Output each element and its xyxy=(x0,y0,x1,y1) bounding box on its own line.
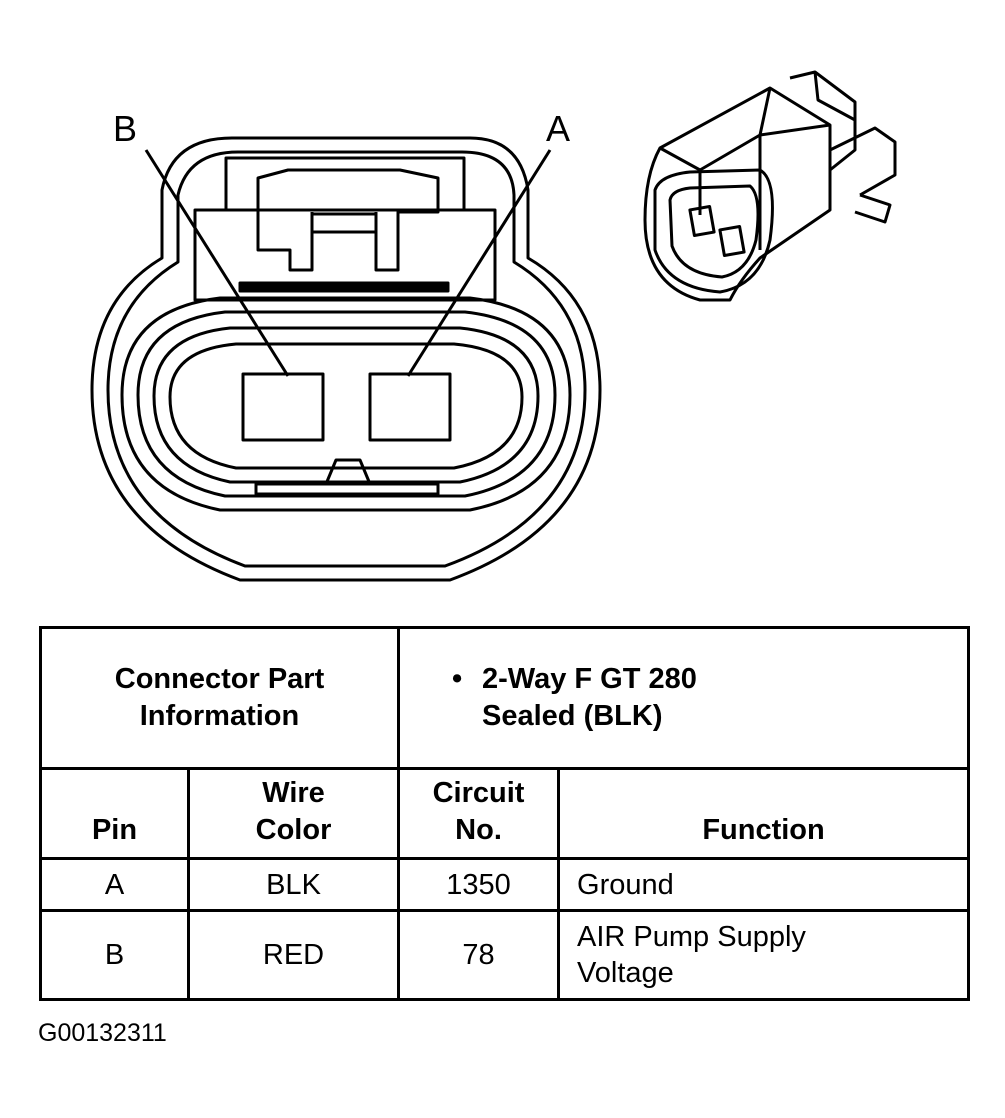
col-header-wire-color-line1: Wire xyxy=(262,777,325,809)
pin-a-label: A xyxy=(546,108,571,149)
cell-pin: B xyxy=(39,909,190,1001)
figure-code: G00132311 xyxy=(38,1019,167,1047)
connector-info-label-line1: Connector Part xyxy=(114,663,325,695)
terminal-cavity-b xyxy=(241,372,325,442)
col-header-function: Function xyxy=(557,767,971,860)
cell-function: Ground xyxy=(557,857,971,912)
cell-function-line2: Voltage xyxy=(577,957,674,989)
connector-info-label-line2: Information xyxy=(139,700,300,732)
lock-tab-frame xyxy=(224,156,466,212)
lock-latch xyxy=(256,168,440,272)
lock-tab-housing xyxy=(193,208,497,302)
connector-3d-view xyxy=(643,70,897,302)
cell-function: AIR Pump Supply Voltage xyxy=(557,909,971,1001)
connector-type-line1: 2-Way F GT 280 xyxy=(482,663,697,695)
col-header-circuit-line1: Circuit xyxy=(432,777,525,809)
connector-diagram xyxy=(90,70,897,582)
col-header-pin-text: Pin xyxy=(91,814,138,846)
connector-face-inner-outline xyxy=(106,150,587,568)
cell-wire-color: BLK xyxy=(186,857,401,912)
seal-ring-inner xyxy=(168,342,524,470)
connector-part-table: Connector Part Information • 2-Way F GT 2… xyxy=(38,626,971,1001)
col-header-circuit: Circuit No. xyxy=(397,767,561,860)
terminal-cavity-a xyxy=(368,372,452,442)
bottom-key-bar xyxy=(254,482,440,496)
col-header-wire-color-line2: Color xyxy=(255,814,332,846)
latch-slot xyxy=(238,281,450,293)
cell-function-line1: AIR Pump Supply xyxy=(577,921,806,953)
cell-wire-color: RED xyxy=(186,909,401,1001)
connector-type-line2: Sealed (BLK) xyxy=(482,700,663,732)
leader-line-b xyxy=(144,149,290,377)
seal-ring-2 xyxy=(136,310,557,498)
column-header-row: Pin Wire Color Circuit No. Function xyxy=(39,767,971,860)
bullet-icon: • xyxy=(452,663,463,695)
connector-info-value-cell: • 2-Way F GT 280 Sealed (BLK) xyxy=(397,626,971,770)
seal-ring-3 xyxy=(152,326,540,484)
seal-ring-outer xyxy=(120,296,572,512)
leader-line-a xyxy=(406,149,552,377)
cell-circuit: 1350 xyxy=(397,857,561,912)
connector-face-outline xyxy=(90,136,602,582)
table-row: A BLK 1350 Ground xyxy=(39,857,971,912)
connector-info-label-cell: Connector Part Information xyxy=(38,626,401,770)
col-header-circuit-line2: No. xyxy=(455,814,502,846)
col-header-wire-color: Wire Color xyxy=(186,767,401,860)
keying-tab xyxy=(324,458,372,485)
cell-pin: A xyxy=(39,857,190,912)
cell-circuit: 78 xyxy=(397,909,561,1001)
col-header-function-text: Function xyxy=(702,814,825,846)
cell-function-line1: Ground xyxy=(577,868,674,901)
header-row: Connector Part Information • 2-Way F GT 2… xyxy=(38,626,971,770)
table-row: B RED 78 AIR Pump Supply Voltage xyxy=(39,909,971,1001)
pin-b-label: B xyxy=(113,108,138,149)
col-header-pin: Pin xyxy=(39,767,190,860)
